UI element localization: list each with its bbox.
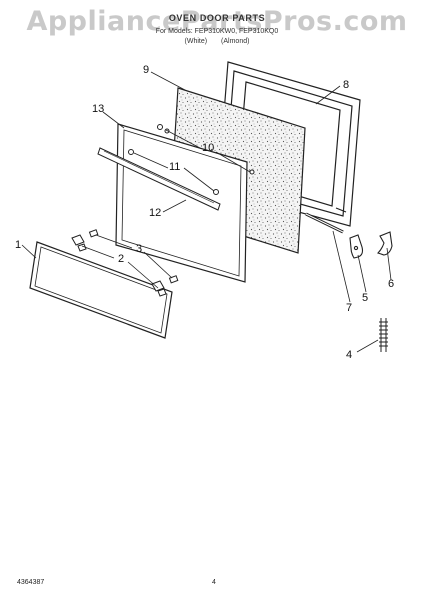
callout-2: 2 [118, 253, 124, 265]
diagram-title: OVEN DOOR PARTS [168, 13, 266, 23]
hinge-brackets [71, 229, 179, 297]
callout-4: 4 [346, 349, 352, 361]
outer-door-panel [29, 241, 173, 339]
footer-part-number: 4364387 [17, 579, 45, 586]
screws [128, 124, 255, 195]
models-line: For Models: FEP310KW0, FEP310KQ0 [155, 28, 279, 35]
seal-strip [305, 212, 344, 234]
watermark: AppliancePartsPros.com [26, 6, 408, 37]
callout-1: 1 [15, 239, 21, 251]
callout-10: 10 [202, 142, 214, 154]
hinge-clip [376, 231, 393, 256]
door-handle-rod [97, 147, 221, 211]
inner-door-panel [115, 123, 248, 283]
leader-lines [21, 71, 392, 353]
hinge-receiver [349, 234, 364, 259]
callout-9: 9 [143, 64, 149, 76]
callout-11: 11 [169, 161, 180, 173]
callout-13: 13 [92, 103, 104, 115]
hinge-spring [379, 318, 388, 352]
callout-7: 7 [346, 302, 352, 314]
footer-page-number: 4 [212, 579, 216, 586]
callout-5: 5 [362, 292, 368, 304]
color-note-almond: (Almond) [221, 38, 250, 45]
callout-12: 12 [149, 207, 161, 219]
callout-8: 8 [343, 79, 349, 91]
color-notes: (White) (Almond) [0, 38, 434, 45]
color-note-white: (White) [184, 38, 208, 45]
callout-3: 3 [136, 243, 142, 255]
callout-6: 6 [388, 278, 394, 290]
